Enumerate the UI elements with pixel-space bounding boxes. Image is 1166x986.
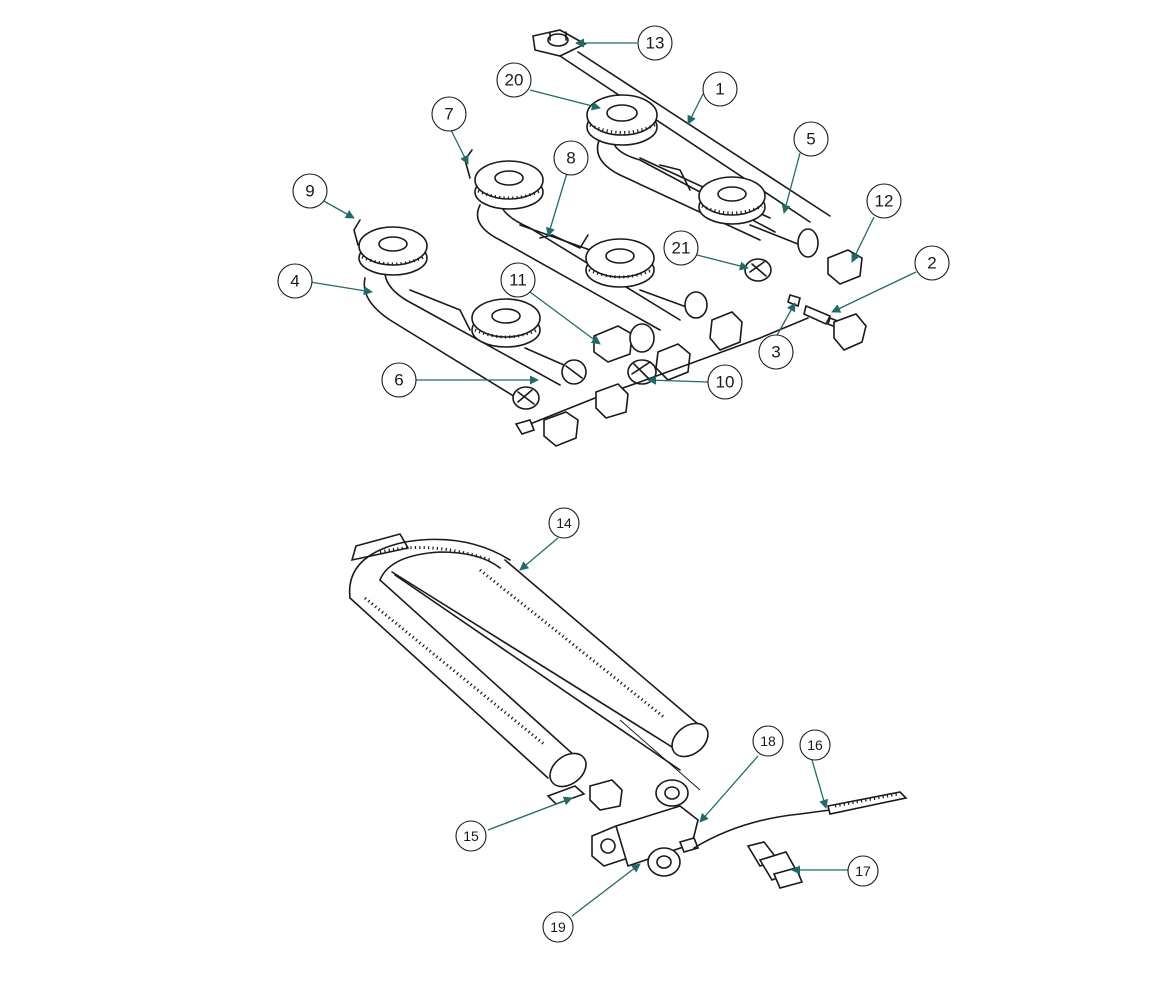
igniter-bracket-part-15 bbox=[546, 779, 623, 811]
callout-13: 13 bbox=[637, 25, 673, 61]
leader-15 bbox=[487, 796, 573, 831]
fitting-part-17 bbox=[746, 841, 804, 889]
leader-8 bbox=[546, 172, 568, 237]
callout-17: 17 bbox=[847, 855, 879, 887]
callout-7: 7 bbox=[431, 96, 467, 132]
callout-15: 15 bbox=[455, 820, 487, 852]
callout-14: 14 bbox=[548, 507, 580, 539]
callout-18: 18 bbox=[752, 725, 784, 757]
leader-9 bbox=[321, 199, 355, 219]
oven-burner-part-14 bbox=[348, 533, 709, 807]
callout-5: 5 bbox=[793, 121, 829, 157]
leader-20 bbox=[529, 89, 601, 111]
callout-label-8: 8 bbox=[566, 149, 575, 168]
callout-8: 8 bbox=[553, 140, 589, 176]
callout-16: 16 bbox=[799, 729, 831, 761]
burner-head-part-20 bbox=[586, 94, 658, 146]
callout-label-1: 1 bbox=[715, 80, 724, 99]
bracket-part-13 bbox=[532, 29, 587, 57]
leader-11 bbox=[529, 291, 601, 345]
leader-10 bbox=[647, 375, 709, 385]
leader-4 bbox=[309, 281, 373, 296]
callout-label-18: 18 bbox=[760, 733, 776, 749]
callout-21: 21 bbox=[663, 230, 699, 266]
leader-1 bbox=[687, 93, 704, 125]
callout-label-5: 5 bbox=[806, 130, 815, 149]
callout-1: 1 bbox=[702, 71, 738, 107]
thermostat-bulb-part-16 bbox=[693, 791, 908, 849]
callout-label-13: 13 bbox=[646, 34, 665, 53]
burner-tube-right-part-1 bbox=[559, 51, 831, 241]
air-shutter-part-6 bbox=[512, 359, 587, 410]
callout-label-10: 10 bbox=[716, 373, 735, 392]
leader-2 bbox=[831, 271, 917, 313]
cooktop-burner-assembly bbox=[353, 29, 867, 447]
leader-12 bbox=[851, 216, 875, 263]
leader-16 bbox=[811, 759, 829, 809]
callout-11: 11 bbox=[500, 262, 536, 298]
thermocouple-part-8 bbox=[539, 234, 589, 249]
leader-14 bbox=[519, 537, 559, 571]
callout-label-11: 11 bbox=[509, 271, 527, 290]
callout-9: 9 bbox=[292, 173, 328, 209]
callout-12: 12 bbox=[866, 183, 902, 219]
callouts: 1 2 3 4 5 6 7 8 9 10 11 12 13 14 15 16 1… bbox=[277, 25, 950, 943]
leader-7 bbox=[449, 127, 469, 165]
callout-19: 19 bbox=[542, 911, 574, 943]
callout-2: 2 bbox=[914, 245, 950, 281]
callout-label-19: 19 bbox=[550, 919, 566, 935]
safety-valve-part-19 bbox=[591, 805, 700, 877]
leader-18 bbox=[699, 755, 759, 823]
callout-label-6: 6 bbox=[394, 371, 403, 390]
callout-label-4: 4 bbox=[290, 272, 299, 291]
leader-19 bbox=[571, 863, 641, 917]
valve-knob-part-12 bbox=[797, 228, 863, 285]
callout-label-14: 14 bbox=[556, 515, 572, 531]
burner-head-middle-right bbox=[585, 238, 701, 313]
air-shutter-part-21 bbox=[744, 258, 772, 282]
orifice-part-3 bbox=[787, 294, 801, 308]
valve-knobs-left bbox=[514, 317, 809, 447]
callout-4: 4 bbox=[277, 263, 313, 299]
injector-part-2 bbox=[803, 304, 867, 351]
callout-10: 10 bbox=[707, 364, 743, 400]
callout-label-21: 21 bbox=[672, 239, 691, 258]
callout-label-20: 20 bbox=[505, 71, 524, 90]
callout-label-7: 7 bbox=[444, 105, 453, 124]
callout-label-12: 12 bbox=[875, 192, 894, 211]
leader-21 bbox=[696, 254, 749, 271]
valve-part-11 bbox=[593, 291, 743, 381]
callout-label-15: 15 bbox=[463, 828, 479, 844]
callout-label-16: 16 bbox=[807, 737, 823, 753]
callout-6: 6 bbox=[381, 362, 417, 398]
callout-label-3: 3 bbox=[771, 343, 780, 362]
leader-5 bbox=[781, 152, 801, 214]
leader-3 bbox=[775, 302, 796, 338]
callout-label-17: 17 bbox=[855, 863, 871, 879]
burner-head-left-lower bbox=[471, 298, 581, 373]
callout-3: 3 bbox=[758, 334, 794, 370]
leader-lines bbox=[309, 38, 917, 917]
burner-tube-left-part-4 bbox=[353, 219, 561, 401]
callout-20: 20 bbox=[496, 62, 532, 98]
oven-burner-assembly bbox=[348, 533, 908, 889]
callout-label-9: 9 bbox=[305, 182, 314, 201]
callout-label-2: 2 bbox=[927, 254, 936, 273]
